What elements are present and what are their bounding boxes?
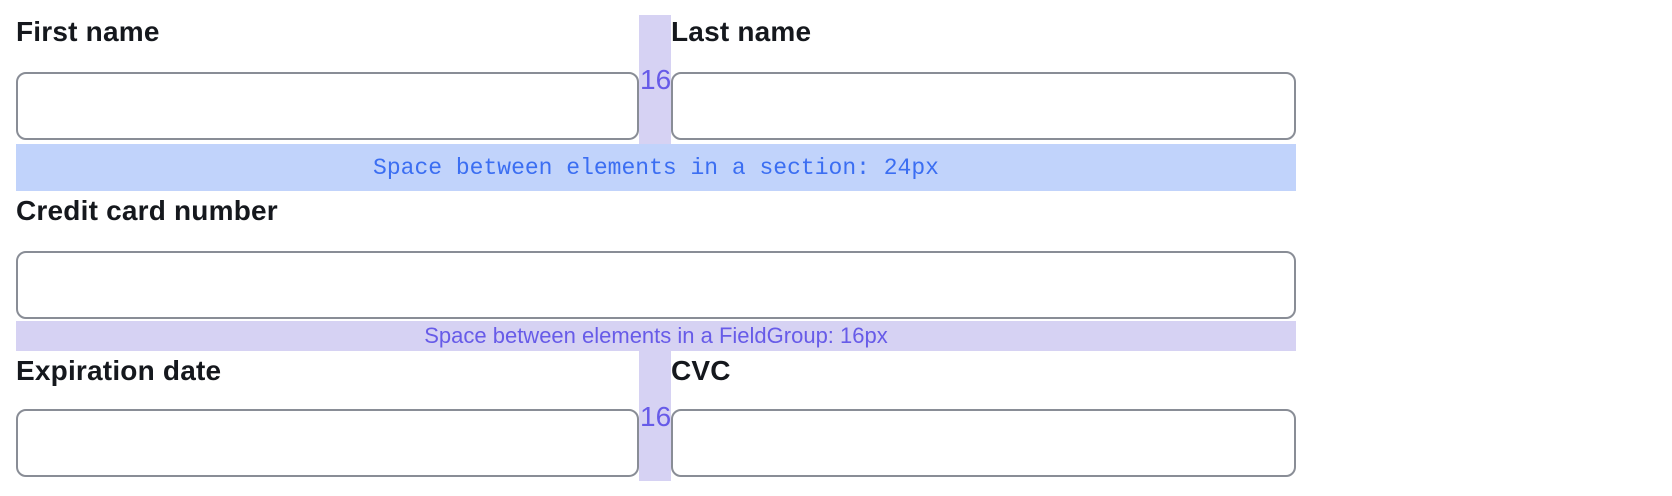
column-gap-size-label-bottom: 16 (640, 401, 672, 432)
expiration-date-input[interactable] (16, 409, 639, 477)
field-expiration-date: Expiration date (16, 355, 639, 477)
fieldgroup-name: 16 First name Last name (16, 15, 1296, 144)
fieldgroup-gap-highlight: Space between elements in a FieldGroup: … (16, 321, 1296, 351)
last-name-input[interactable] (671, 72, 1296, 140)
fieldgroup-gap-label: Space between elements in a FieldGroup: … (424, 323, 888, 348)
first-name-input[interactable] (16, 72, 639, 140)
cvc-input[interactable] (671, 409, 1296, 477)
column-gap-size-label-top: 16 (640, 64, 672, 95)
credit-card-number-label: Credit card number (16, 195, 278, 226)
column-gap-highlight-top (639, 15, 671, 144)
field-last-name: Last name (671, 16, 1296, 140)
field-cvc: CVC (671, 355, 1296, 477)
cvc-label: CVC (671, 355, 731, 386)
section-gap-highlight: Space between elements in a section: 24p… (16, 144, 1296, 191)
last-name-label: Last name (671, 16, 812, 47)
fieldgroup-card-details: 16 Expiration date CVC (16, 351, 1296, 481)
column-gap-highlight-bottom (639, 351, 671, 481)
form: 16 First name Last name Space between el… (16, 15, 1296, 481)
first-name-label: First name (16, 16, 160, 47)
credit-card-number-input[interactable] (16, 251, 1296, 319)
field-credit-card-number: Credit card number (16, 195, 1296, 319)
section-gap-label: Space between elements in a section: 24p… (373, 154, 939, 181)
expiration-date-label: Expiration date (16, 355, 222, 386)
field-first-name: First name (16, 16, 639, 140)
